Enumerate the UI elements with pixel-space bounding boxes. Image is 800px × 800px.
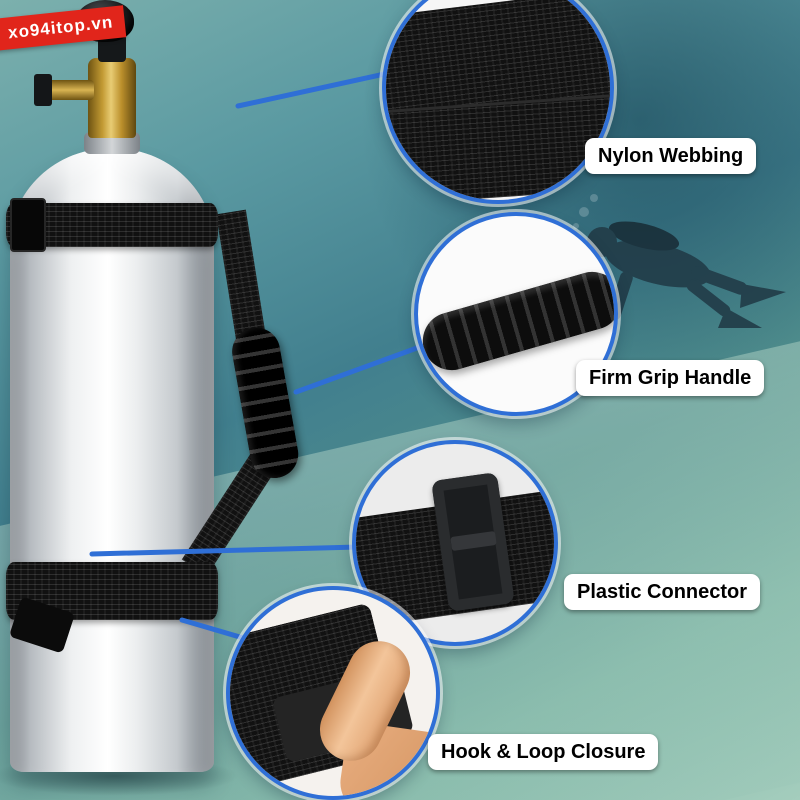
callout-label-plastic-connector: Plastic Connector — [564, 574, 761, 610]
diver-tank — [608, 221, 680, 251]
valve-side-port — [46, 80, 94, 100]
callout-circle-nylon-webbing — [382, 0, 614, 204]
diver-leg-lower — [686, 279, 731, 317]
callout-circle-hook-loop — [226, 586, 440, 800]
grip-handle — [228, 323, 303, 482]
callout-label-grip-handle: Firm Grip Handle — [576, 360, 765, 396]
callout-label-nylon-webbing: Nylon Webbing — [585, 138, 757, 174]
bubble — [590, 194, 598, 202]
vertical-webbing-upper — [216, 209, 267, 345]
valve-port-cap — [34, 74, 52, 106]
lower-tank-strap — [6, 562, 218, 620]
callout-label-hook-loop: Hook & Loop Closure — [428, 734, 659, 770]
brass-valve — [88, 58, 136, 138]
webbing-swatch-fold — [386, 91, 610, 200]
diver-fin-1 — [740, 284, 786, 308]
bubble — [579, 207, 589, 217]
bubble — [573, 223, 579, 229]
diver-fin-2 — [718, 308, 762, 328]
scuba-diver-silhouette — [573, 194, 786, 328]
upper-strap-buckle — [10, 198, 46, 252]
diver-leg-upper — [691, 266, 747, 295]
oxygen-tank-cylinder — [10, 148, 214, 772]
